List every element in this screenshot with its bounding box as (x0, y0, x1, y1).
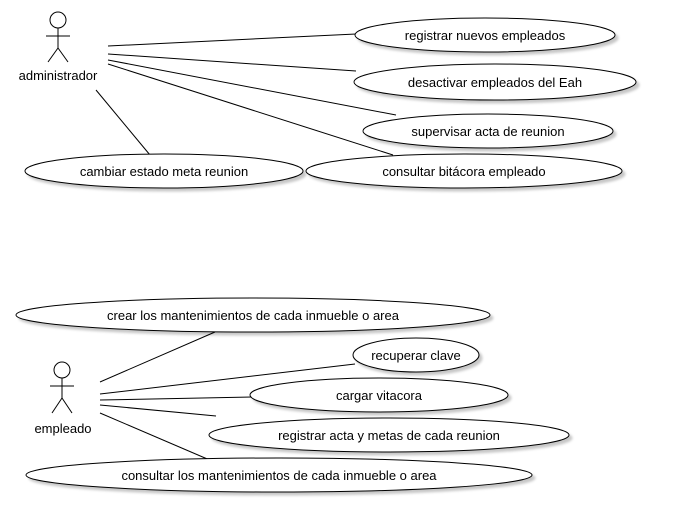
use-case[interactable]: consultar bitácora empleado (305, 153, 623, 189)
use-case-label: cargar vitacora (336, 388, 423, 403)
association-line (95, 89, 151, 156)
use-case[interactable]: registrar acta y metas de cada reunion (208, 417, 570, 453)
association-line (99, 396, 253, 401)
use-case-label: crear los mantenimientos de cada inmuebl… (107, 308, 400, 323)
association-line (107, 53, 357, 72)
actor-administrador[interactable]: administrador (19, 11, 98, 83)
diagram-empleado: empleado crear los mantenimientos de cad… (15, 297, 570, 493)
association-line (99, 363, 356, 395)
use-case[interactable]: desactivar empleados del Eah (353, 63, 637, 101)
use-case-label: recuperar clave (371, 348, 461, 363)
use-case-label: registrar nuevos empleados (405, 28, 566, 43)
actor-label: empleado (34, 421, 91, 436)
use-case-label: consultar los mantenimientos de cada inm… (121, 468, 437, 483)
use-case[interactable]: cargar vitacora (249, 377, 509, 413)
use-case-label: desactivar empleados del Eah (408, 75, 582, 90)
actor-label: administrador (19, 68, 98, 83)
use-case[interactable]: cambiar estado meta reunion (24, 153, 304, 189)
use-case-label: cambiar estado meta reunion (80, 164, 248, 179)
use-case[interactable]: crear los mantenimientos de cada inmuebl… (15, 297, 491, 333)
use-case-label: registrar acta y metas de cada reunion (278, 428, 500, 443)
use-case[interactable]: supervisar acta de reunion (362, 113, 614, 149)
use-case[interactable]: registrar nuevos empleados (354, 17, 616, 53)
stick-figure-icon (46, 11, 70, 63)
association-line (107, 63, 394, 156)
use-case[interactable]: recuperar clave (352, 337, 480, 373)
association-line (107, 33, 357, 47)
association-line (99, 412, 213, 462)
actor-empleado[interactable]: empleado (34, 361, 92, 436)
use-case[interactable]: consultar los mantenimientos de cada inm… (25, 457, 533, 493)
use-case-label: consultar bitácora empleado (382, 164, 545, 179)
association-line (99, 404, 217, 417)
stick-figure-icon (50, 361, 74, 414)
association-line (99, 331, 216, 383)
diagram-administrador: administrador registrar nuevos empleados… (19, 11, 637, 189)
use-case-label: supervisar acta de reunion (411, 124, 564, 139)
association-line (107, 59, 397, 116)
